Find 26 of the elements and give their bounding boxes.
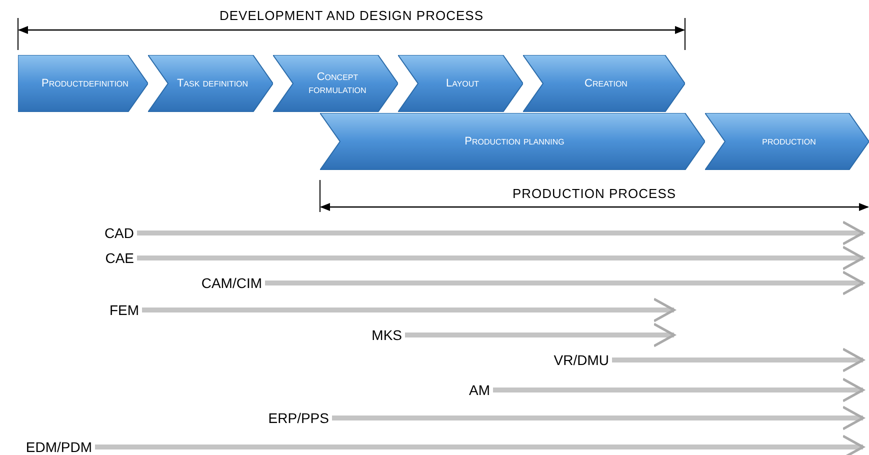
arrow <box>142 298 676 322</box>
chevron-step: Concept formulation <box>273 55 398 112</box>
chevron-step: production <box>705 113 869 170</box>
arrow <box>493 378 864 402</box>
tool-label: CAE <box>105 250 134 266</box>
tool-label: ERP/PPS <box>268 410 329 426</box>
dimension-label: PRODUCTION PROCESS <box>512 186 676 201</box>
chevron-step: Task definition <box>148 55 273 112</box>
tool-label: FEM <box>109 302 139 318</box>
arrow <box>95 434 864 455</box>
arrow <box>405 322 676 348</box>
tool-label: CAM/CIM <box>201 275 262 291</box>
dimension-label: DEVELOPMENT AND DESIGN PROCESS <box>220 8 484 23</box>
arrow <box>265 270 864 296</box>
arrow <box>137 220 864 246</box>
tool-label: AM <box>469 382 490 398</box>
arrow <box>612 348 864 372</box>
chevron-step: Layout <box>398 55 523 112</box>
tool-label: EDM/PDM <box>26 439 92 455</box>
tool-label: VR/DMU <box>554 352 609 368</box>
chevron-step: Creation <box>523 55 685 112</box>
tool-label: MKS <box>372 327 402 343</box>
chevron-step: Productdefinition <box>18 55 148 112</box>
arrow <box>332 406 864 430</box>
arrow <box>137 246 864 270</box>
tool-label: CAD <box>104 225 134 241</box>
